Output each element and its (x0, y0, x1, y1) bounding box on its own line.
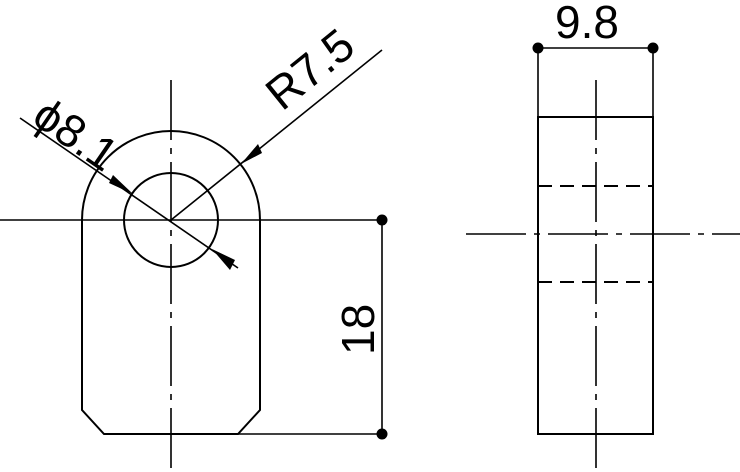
radius-label: R7.5 (256, 18, 364, 119)
front-view (0, 80, 382, 472)
thickness-dot-left (532, 42, 544, 54)
diameter-label: ϕ8.1 (24, 87, 127, 181)
side-view (466, 80, 740, 472)
diameter-arrowhead-inner-top (109, 175, 133, 194)
thickness-dot-right (647, 42, 659, 54)
diameter-leader-line (19, 117, 239, 269)
radius-arrowhead (241, 144, 262, 164)
front-outline (81, 130, 261, 435)
radius-leader-line (170, 49, 383, 221)
thickness-dimension: 9.8 (532, 0, 659, 117)
height-dot-bottom (376, 428, 388, 440)
height-dot-top (376, 214, 388, 226)
radius-dimension: R7.5 (170, 18, 383, 221)
thickness-label: 9.8 (555, 0, 619, 48)
height-label: 18 (332, 304, 384, 355)
diameter-arrowhead-inner-bottom (212, 249, 235, 270)
height-dimension: 18 (238, 214, 388, 440)
